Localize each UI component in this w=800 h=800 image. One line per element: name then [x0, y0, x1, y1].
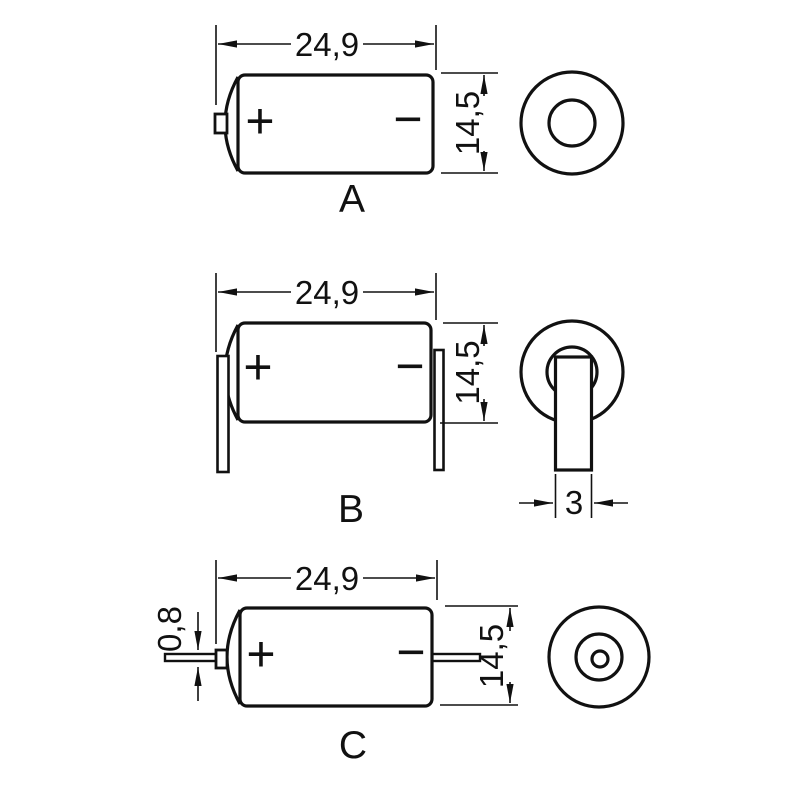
- length-dimension-b: 24,9: [215, 273, 437, 352]
- length-dimension-a: 24,9: [215, 25, 437, 105]
- tab-width-value-b: 3: [565, 484, 583, 521]
- variant-a: 24,9 + − 14,5 A: [213, 25, 625, 221]
- length-value-c: 24,9: [295, 560, 359, 597]
- battery-c-side-view: + −: [163, 606, 482, 708]
- wire-lead-left: [163, 652, 218, 663]
- variant-b: 24,9 + − 14,5 3 B: [215, 273, 628, 531]
- battery-b-end-view: [519, 319, 625, 472]
- positive-terminal-nub: [213, 112, 229, 135]
- battery-a-side-view: + −: [213, 73, 435, 175]
- variant-c: 24,9 + − 0,8 14,5 C: [151, 560, 651, 767]
- battery-a-end-view: [519, 70, 625, 176]
- wire-lead-circle: [590, 649, 610, 669]
- tab-width-dimension-b: 3: [519, 474, 628, 521]
- positive-terminal-nub: [214, 648, 229, 670]
- battery-body: [236, 73, 435, 175]
- solder-tab-left: [216, 354, 230, 474]
- length-value-a: 24,9: [295, 26, 359, 63]
- diameter-value-a: 14,5: [449, 91, 486, 155]
- wire-diameter-value-c: 0,8: [151, 606, 188, 652]
- battery-b-side-view: + −: [216, 321, 445, 474]
- length-value-b: 24,9: [295, 274, 359, 311]
- terminal-circle: [547, 98, 597, 148]
- diameter-value-b: 14,5: [449, 340, 486, 404]
- diameter-dimension-b: 14,5: [440, 322, 498, 424]
- positive-symbol: +: [245, 93, 274, 149]
- variant-b-label: B: [338, 488, 364, 531]
- negative-symbol: −: [396, 624, 425, 680]
- wire-diameter-dimension-c: 0,8: [151, 606, 202, 701]
- length-dimension-c: 24,9: [215, 560, 438, 644]
- battery-body: [236, 321, 433, 424]
- solder-tab-right: [433, 348, 445, 472]
- diameter-value-c: 14,5: [473, 624, 510, 688]
- negative-symbol: −: [393, 91, 422, 147]
- battery-body: [238, 606, 434, 708]
- positive-symbol: +: [246, 626, 275, 682]
- battery-c-end-view: [547, 605, 651, 709]
- positive-symbol: +: [243, 339, 272, 395]
- diameter-dimension-c: 14,5: [440, 605, 518, 706]
- variant-c-label: C: [339, 724, 367, 767]
- variant-a-label: A: [339, 178, 365, 221]
- negative-symbol: −: [395, 338, 424, 394]
- solder-tab-front: [553, 355, 594, 472]
- diameter-dimension-a: 14,5: [441, 72, 498, 174]
